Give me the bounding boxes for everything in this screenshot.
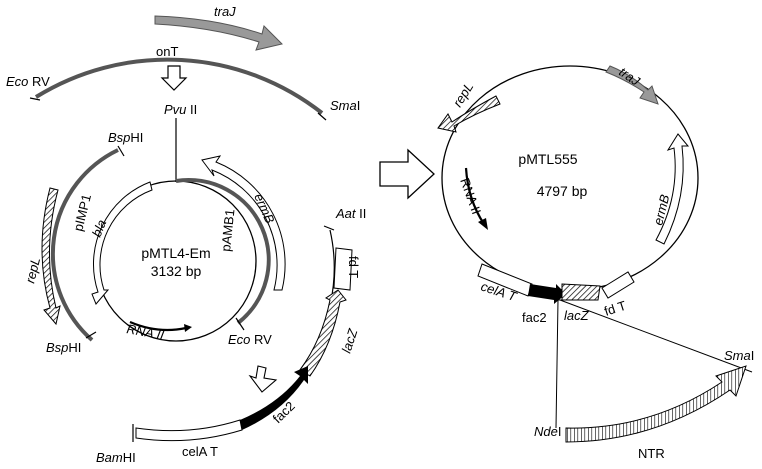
pvuii-label: Pvu II bbox=[164, 102, 197, 117]
lacz-label: lacZ bbox=[339, 326, 361, 355]
smai-label: SmaI bbox=[330, 98, 360, 113]
right-plasmid: repL traJ pMTL555 4797 bp RNA II ermB ce… bbox=[437, 64, 754, 461]
traj-arrow-right bbox=[605, 65, 659, 105]
lacz-arrow bbox=[299, 289, 347, 377]
ndei-label: NdeI bbox=[534, 424, 561, 439]
insert-line-1 bbox=[555, 299, 559, 429]
rna-ii-label-left: RNA II bbox=[125, 321, 165, 342]
plasmid-name-right: pMTL555 bbox=[518, 151, 577, 167]
rna-ii-label-right: RNA II bbox=[457, 176, 484, 216]
bsphi-bot-tick bbox=[85, 331, 97, 339]
fac2-arrow-right bbox=[528, 284, 566, 304]
traj-arrow bbox=[154, 15, 283, 51]
ermb-label: ermB bbox=[251, 191, 277, 226]
rna-ii-arrowhead bbox=[184, 324, 192, 332]
insert-line-2 bbox=[559, 299, 753, 373]
fdt-label-right: fd T bbox=[602, 298, 628, 319]
lacz-box-right bbox=[561, 283, 601, 301]
bla-arrow bbox=[91, 181, 153, 305]
pamb1-segment bbox=[175, 178, 271, 325]
repl-arrow-right bbox=[437, 95, 501, 133]
rna-ii-arrow-right bbox=[464, 167, 485, 225]
right-backbone-circle bbox=[441, 65, 699, 291]
fdt-label: fd T bbox=[346, 256, 361, 278]
bsphi-top-tick bbox=[117, 145, 125, 157]
plasmid-name-left: pMTL4-Em bbox=[141, 245, 210, 261]
repl-arrow bbox=[41, 187, 61, 326]
eco-rv-bot-label: Eco RV bbox=[228, 332, 272, 347]
pamb1-label: pAMB1 bbox=[218, 208, 237, 252]
ermb-arrow bbox=[201, 155, 286, 291]
ntr-arrow bbox=[565, 365, 747, 443]
plasmid-size-left: 3132 bp bbox=[151, 263, 202, 279]
bsphi-bot-label: BspHI bbox=[46, 340, 81, 355]
bamhi-label: BamHI bbox=[96, 450, 136, 465]
eco-rv-top-tick bbox=[29, 97, 41, 101]
aatii-tick bbox=[323, 225, 335, 231]
ont-arc bbox=[34, 57, 324, 115]
left-plasmid: traJ onT Eco RV SmaI Pvu II BspHI pIMP1 … bbox=[6, 4, 366, 465]
insert-down-arrow bbox=[160, 65, 188, 91]
eco-rv-bot-tick bbox=[235, 317, 245, 331]
lacz-label-right: lacZ bbox=[564, 308, 590, 323]
fdt-box-right bbox=[601, 271, 635, 299]
bla-label: bla bbox=[89, 217, 109, 239]
bsphi-top-label: BspHI bbox=[108, 130, 143, 145]
rna-ii-arrowhead-right bbox=[478, 218, 488, 230]
eco-rv-top-label: Eco RV bbox=[6, 74, 50, 89]
rna-ii-arrow bbox=[129, 320, 187, 332]
fdt-box bbox=[333, 247, 353, 291]
pimp1-label: pIMP1 bbox=[70, 193, 94, 233]
plasmid-size-right: 4797 bp bbox=[537, 183, 588, 199]
traj-label: traJ bbox=[214, 4, 236, 19]
ont-label: onT bbox=[156, 44, 178, 59]
aatii-label: Aat II bbox=[335, 206, 366, 221]
smai-label-right: SmaI bbox=[724, 348, 754, 363]
ermb-label-right: ermB bbox=[650, 193, 672, 227]
cela-t-label-left: celA T bbox=[182, 444, 218, 459]
ecorv-insert-arrow bbox=[248, 365, 278, 393]
fac2-arrow bbox=[240, 366, 308, 430]
smai-tick bbox=[317, 112, 327, 121]
repl-label: repL bbox=[22, 256, 43, 285]
ermb-arrow-right bbox=[655, 133, 690, 245]
transition-arrow bbox=[379, 148, 435, 200]
fac2-label-right: fac2 bbox=[522, 310, 547, 325]
cela-t-arrow bbox=[135, 419, 243, 442]
pimp1-arc bbox=[50, 148, 119, 342]
ntr-label: NTR bbox=[638, 446, 665, 461]
